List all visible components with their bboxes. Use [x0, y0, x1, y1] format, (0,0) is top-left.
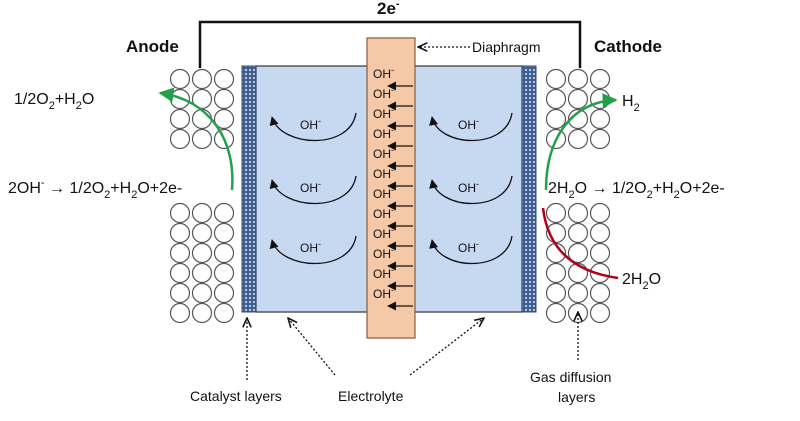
gas-diffusion-label-line1: Gas diffusion	[530, 369, 611, 385]
electron-label: 2e-	[377, 0, 400, 18]
gas-diffusion-left-circle	[191, 68, 213, 90]
gas-diffusion-right-circle	[589, 222, 611, 244]
circulation-arc	[429, 112, 513, 142]
electrolyte-ion-label: OH-	[300, 239, 321, 255]
diaphragm-ion-label: OH-	[373, 185, 394, 201]
cathode-reaction: 2H2O → 1/2O2+H2O+2e-	[548, 180, 725, 201]
circulation-arc	[429, 175, 513, 205]
water-feed-curve	[541, 207, 619, 280]
electrolyte-ion-label: OH-	[458, 239, 479, 255]
gas-diffusion-right-circle	[567, 128, 589, 150]
gas-diffusion-left-circle	[191, 242, 213, 264]
diaphragm-ion-label: OH-	[373, 245, 394, 261]
gas-diffusion-right-circle	[545, 68, 567, 90]
gas-diffusion-left-circle	[191, 88, 213, 110]
gas-diffusion-left-circle	[213, 108, 235, 130]
water-feed-label: 2H2O	[622, 271, 661, 292]
cathode-product-label: H2	[622, 93, 640, 114]
catalyst-layer-left	[241, 65, 257, 313]
gas-diffusion-right-circle	[545, 282, 567, 304]
gas-diffusion-right-circle	[589, 108, 611, 130]
gas-diffusion-label-line2: layers	[558, 389, 595, 405]
diaphragm-ion-label: OH-	[373, 165, 394, 181]
anode-product-arrow	[158, 87, 234, 191]
diaphragm-ion-flow: OH- OH- OH- OH- OH- OH- OH- OH- OH- OH- OH- OH-	[373, 65, 413, 311]
gas-diffusion-right-circle	[567, 88, 589, 110]
circulation-arc	[269, 235, 357, 265]
gas-diffusion-left-circle	[169, 242, 191, 264]
cathode-label: Cathode	[594, 37, 662, 56]
gas-diffusion-left-circle	[213, 242, 235, 264]
gas-diffusion-left-circle	[213, 222, 235, 244]
electrolyte-circulation: OH- OH- OH- OH- OH- OH-	[269, 112, 513, 265]
electrolyte-label: Electrolyte	[338, 388, 404, 404]
gas-diffusion-left-circle	[213, 282, 235, 304]
gas-diffusion-left-circle	[169, 202, 191, 224]
gas-diffusion-left-circle	[169, 108, 191, 130]
diaphragm-ion-label: OH-	[373, 125, 394, 141]
gas-diffusion-right-circle	[567, 68, 589, 90]
electrolyte-pointer-right	[409, 318, 484, 376]
gas-diffusion-left-circle	[169, 68, 191, 90]
diaphragm-label: Diaphragm	[472, 39, 540, 55]
gas-diffusion-left-circle	[169, 262, 191, 284]
diaphragm-ion-label: OH-	[373, 265, 394, 281]
gas-diffusion-left-circle	[169, 128, 191, 150]
gas-diffusion-right-circle	[567, 242, 589, 264]
catalyst-layer-right	[521, 65, 537, 313]
cathode-product-arrow	[544, 93, 618, 191]
electrolyte-ion-label: OH-	[458, 179, 479, 195]
gas-diffusion-right-circle	[567, 222, 589, 244]
diaphragm-ion-label: OH-	[373, 65, 394, 81]
gas-diffusion-right-circle	[545, 202, 567, 224]
diaphragm-ion-label: OH-	[373, 105, 394, 121]
gas-diffusion-right-circle	[589, 302, 611, 324]
circuit-wire	[198, 20, 582, 68]
gas-diffusion-left-circle	[191, 262, 213, 284]
diaphragm-ion-label: OH-	[373, 205, 394, 221]
gas-diffusion-right-circle	[589, 128, 611, 150]
anode-reaction: 2OH- → 1/2O2+H2O+2e-	[8, 177, 182, 201]
gas-diffusion-left-circle	[191, 108, 213, 130]
gas-diffusion-left-circle	[213, 262, 235, 284]
catalyst-layers-label: Catalyst layers	[190, 388, 282, 404]
gas-diffusion-left-circle	[191, 222, 213, 244]
gas-diffusion-right-circle	[545, 108, 567, 130]
electrolyte-ion-label: OH-	[300, 179, 321, 195]
gas-diffusion-left-circle	[191, 128, 213, 150]
gas-diffusion-right-circle	[545, 262, 567, 284]
circulation-arc	[429, 235, 513, 265]
gas-diffusion-left-circle	[191, 282, 213, 304]
gas-diffusion-left-circle	[213, 68, 235, 90]
diaphragm-ion-label: OH-	[373, 285, 394, 301]
gas-diffusion-left-circle	[213, 302, 235, 324]
gas-diffusion-right-circle	[589, 68, 611, 90]
gas-diffusion-right-circle	[545, 302, 567, 324]
gas-diffusion-left-circle	[191, 302, 213, 324]
gas-diffusion-left-circle	[169, 282, 191, 304]
gas-diffusion-right-circle	[567, 202, 589, 224]
electrolyte-ion-label: OH-	[458, 116, 479, 132]
gas-diffusion-right-circle	[589, 202, 611, 224]
gas-diffusion-right-circle	[589, 242, 611, 264]
gas-diffusion-right-circle	[567, 108, 589, 130]
gas-diffusion-left-circle	[169, 222, 191, 244]
gas-diffusion-left-circle	[213, 88, 235, 110]
gas-diffusion-right-circle	[589, 282, 611, 304]
gas-diffusion-right-circle	[567, 282, 589, 304]
gas-diffusion-left-circle	[169, 302, 191, 324]
diaphragm-ion-label: OH-	[373, 145, 394, 161]
gas-diffusion-right-circle	[545, 88, 567, 110]
circulation-arc	[269, 112, 357, 142]
gas-diffusion-left-circle	[213, 202, 235, 224]
electrolyte-pointer-left	[288, 318, 336, 376]
electrolyte-ion-label: OH-	[300, 116, 321, 132]
anode-label: Anode	[126, 37, 179, 56]
diaphragm-ion-label: OH-	[373, 225, 394, 241]
circulation-arc	[269, 175, 357, 205]
anode-product-label: 1/2O2+H2O	[14, 91, 94, 112]
gas-diffusion-left-circle	[191, 202, 213, 224]
diaphragm-ion-label: OH-	[373, 85, 394, 101]
